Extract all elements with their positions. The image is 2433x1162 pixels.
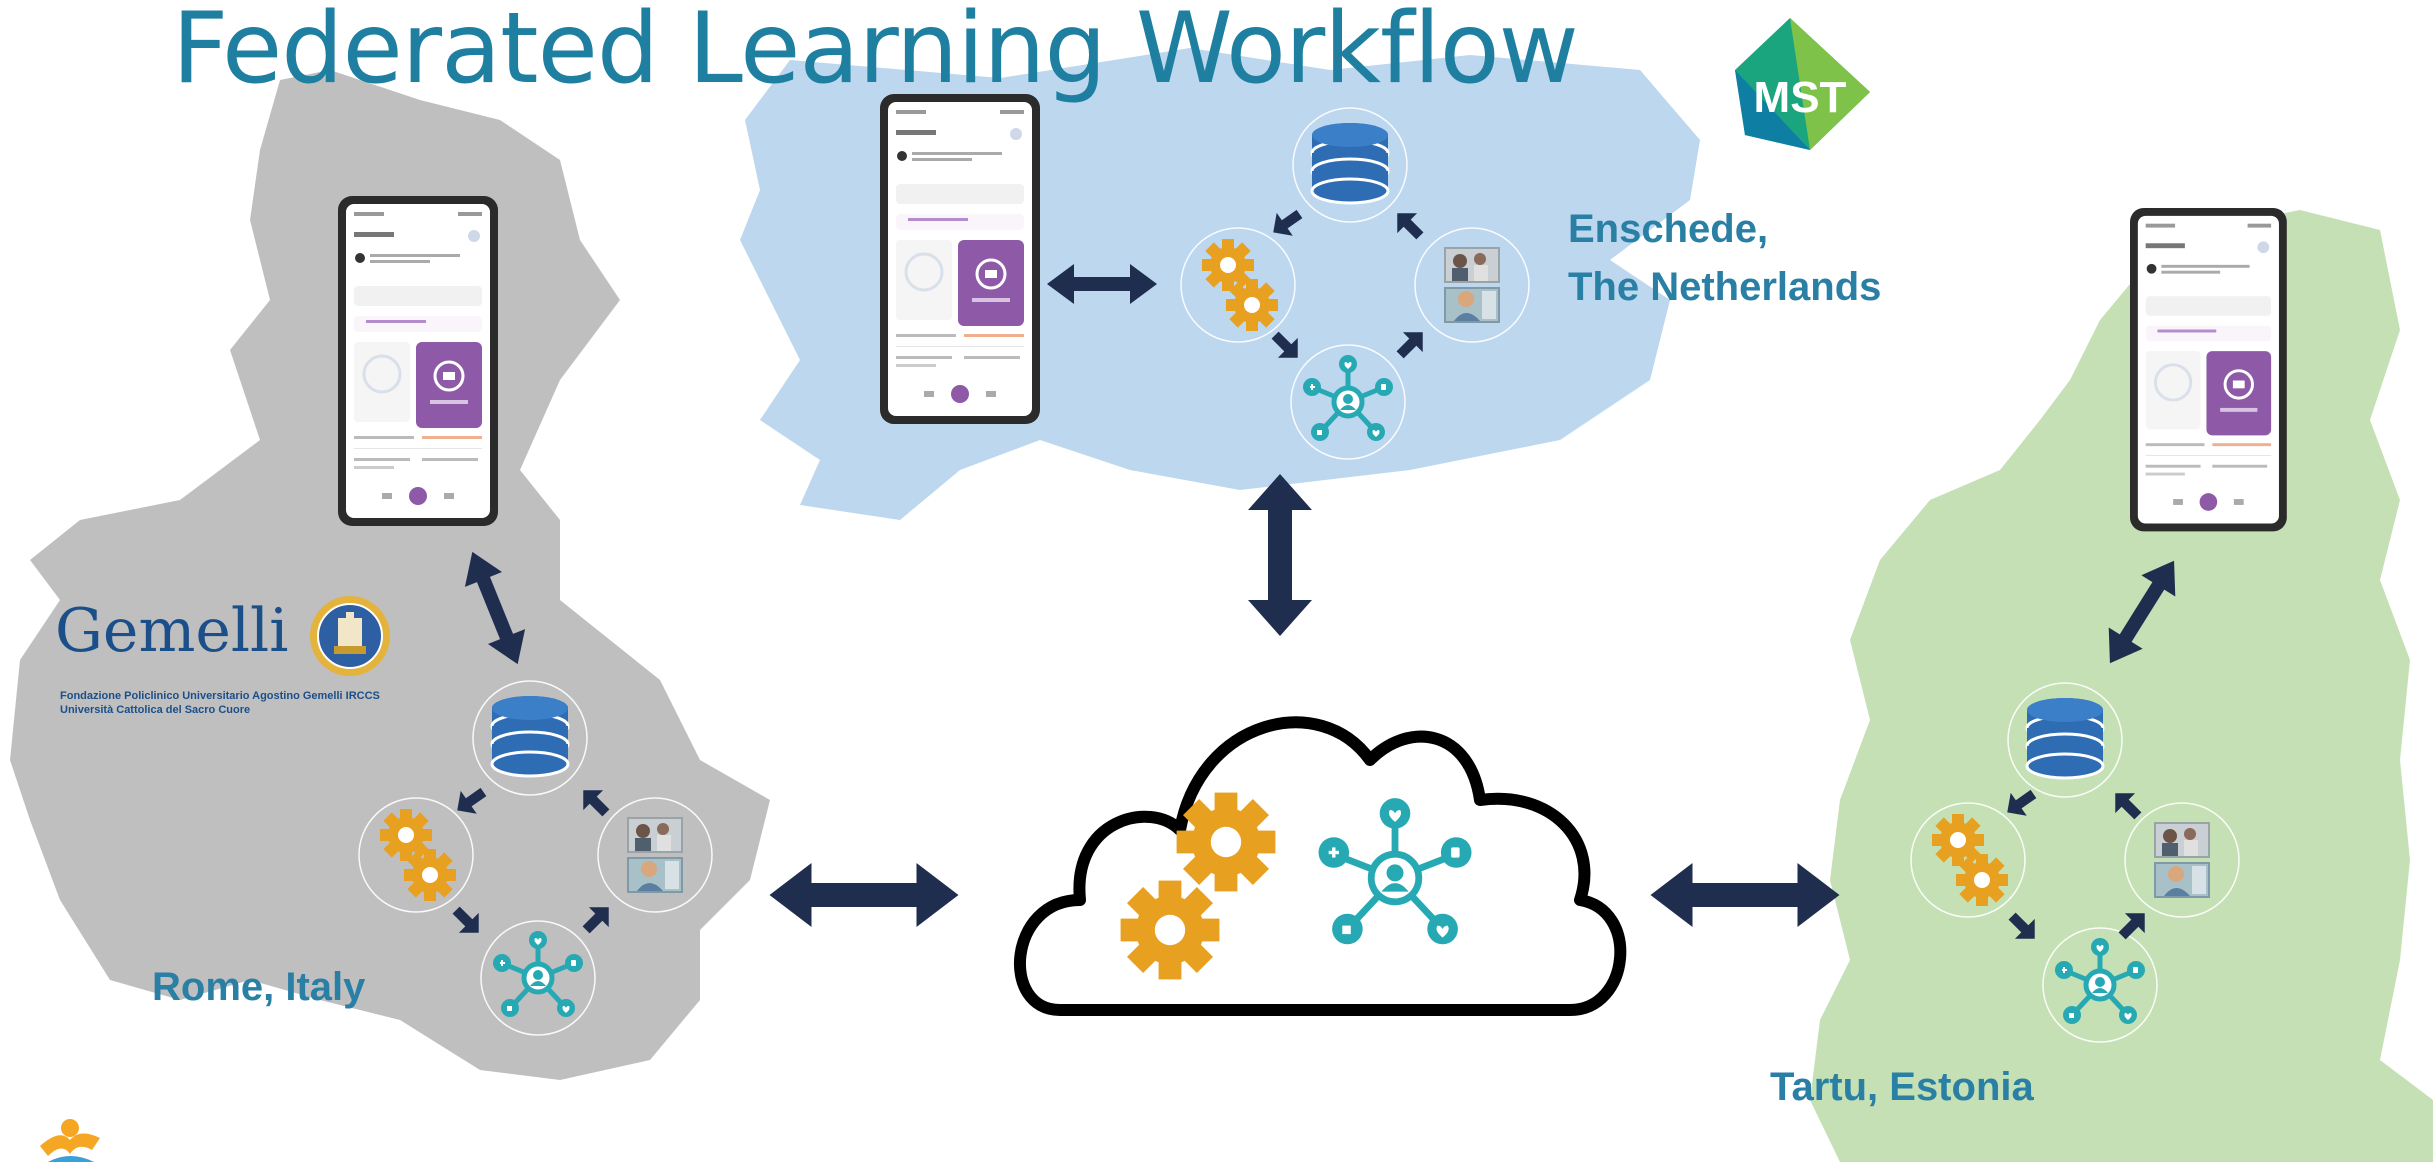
gemelli-subtitle-line1: Fondazione Policlinico Universitario Ago…	[60, 690, 380, 702]
gemelli-logo-subtitle: Fondazione Policlinico Universitario Ago…	[60, 689, 380, 717]
label-netherlands: Enschede, The Netherlands	[1568, 200, 1881, 316]
arrow-cloud-estonia	[1650, 863, 1840, 927]
label-netherlands-line1: Enschede,	[1568, 207, 1769, 251]
label-italy: Rome, Italy	[152, 965, 366, 1009]
gemelli-logo-name: Gemelli	[55, 596, 289, 666]
label-estonia: Tartu, Estonia	[1770, 1065, 2034, 1109]
cloud-icon	[1013, 716, 1627, 1016]
gemelli-subtitle-line2: Università Cattolica del Sacro Cuore	[60, 704, 251, 716]
phone-italy-icon	[336, 194, 500, 528]
phone-estonia-icon	[2128, 206, 2289, 533]
mst-logo-text: MST	[1754, 73, 1847, 122]
region-italy	[10, 70, 770, 1080]
arrow-italy-cloud	[769, 863, 959, 927]
label-netherlands-line2: The Netherlands	[1568, 265, 1882, 309]
gemelli-seal-icon	[310, 596, 390, 676]
phone-netherlands-icon	[878, 92, 1042, 426]
cloud-network-icon	[1318, 798, 1472, 945]
mst-logo: MST	[1735, 18, 1870, 150]
mascot-logo	[40, 1119, 100, 1162]
arrow-netherlands-cloud	[1248, 474, 1312, 636]
page-title: Federated Learning Workflow	[172, 0, 1579, 106]
